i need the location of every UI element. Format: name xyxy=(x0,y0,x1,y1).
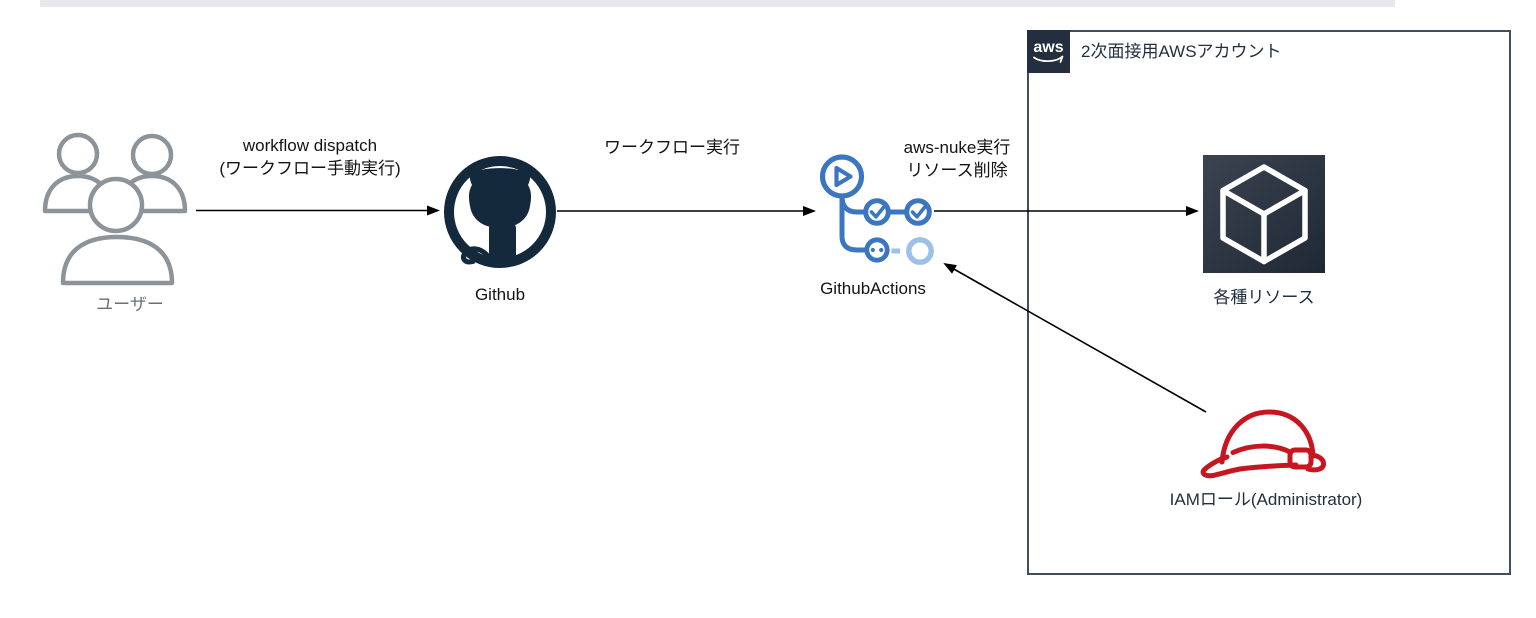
resources-icon xyxy=(1203,155,1325,273)
aws-account-box: aws xyxy=(1027,30,1511,575)
edge-label-workflow-run: ワークフロー実行 xyxy=(604,138,740,157)
resources-label: 各種リソース xyxy=(1213,288,1315,307)
edge-label-workflow-dispatch: workflow dispatch (ワークフロー手動実行) xyxy=(190,134,430,180)
github-icon xyxy=(444,156,556,268)
aws-logo-icon: aws xyxy=(1027,30,1070,73)
edge-label-line1: workflow dispatch xyxy=(242,136,378,155)
github-actions-icon xyxy=(819,154,934,265)
users-icon xyxy=(42,132,188,286)
edge-label-aws-nuke: aws-nuke実行 リソース削除 xyxy=(857,136,1057,182)
github-label: Github xyxy=(474,285,526,304)
edge-label-line2: リソース削除 xyxy=(906,161,1008,180)
arrow-iam-to-actions xyxy=(943,263,1207,413)
aws-account-label: 2次面接用AWSアカウント xyxy=(1081,42,1282,61)
github-actions-label: GithubActions xyxy=(820,279,926,298)
iam-role-icon xyxy=(1200,409,1326,479)
top-strip xyxy=(40,0,1395,7)
edge-label-line1: aws-nuke実行 xyxy=(903,138,1011,157)
edge-label-line2: (ワークフロー手動実行) xyxy=(219,159,401,178)
iam-role-label: IAMロール(Administrator) xyxy=(1169,490,1363,509)
aws-logo-text: aws xyxy=(1033,39,1063,56)
users-label: ユーザー xyxy=(96,295,164,314)
